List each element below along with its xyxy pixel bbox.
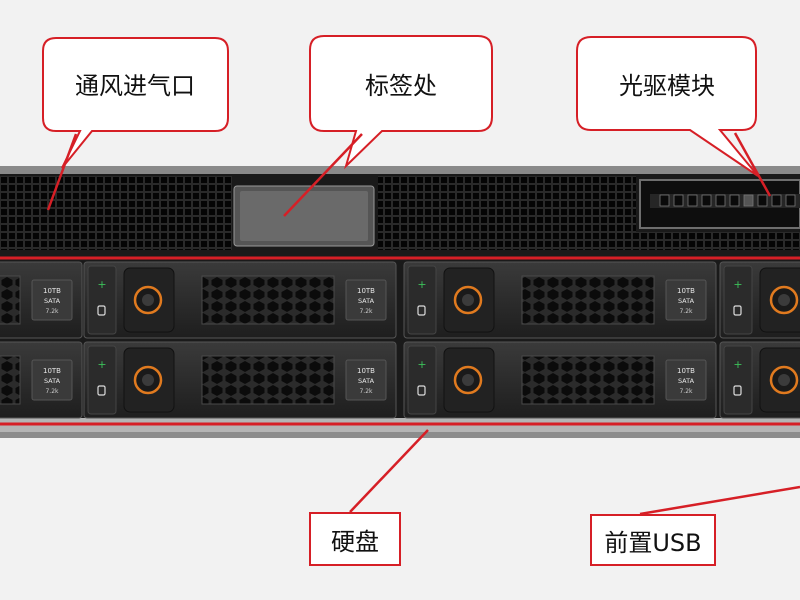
drive-led-panel [723, 265, 753, 335]
drive-label-plate [31, 359, 73, 401]
drive-label-plate [665, 279, 707, 321]
callout-vent-text: 通风进气口 [75, 72, 195, 100]
drive-speed-text: 7.2k [679, 388, 693, 395]
callout-optical-drive-text: 光驱模块 [619, 72, 715, 100]
activity-led-icon: + [97, 358, 106, 371]
hard-drive-tray[interactable]: +10TB SATA 7.2k [403, 261, 717, 339]
latch-center-icon [142, 294, 154, 306]
drive-led-panel [87, 345, 117, 415]
optical-port-slot [771, 194, 782, 207]
hard-drive-bays: +10TB SATA 7.2k +10TB SATA 7.2k +10TB SATA 7.2k +… [0, 261, 800, 419]
optical-port-slot [729, 194, 740, 207]
drive-speed-text: 7.2k [45, 388, 59, 395]
callout-optical-drive: 光驱模块 [576, 36, 772, 197]
optical-port-slot [687, 194, 698, 207]
callout-hdd: 硬盘 [309, 512, 401, 566]
latch-center-icon [462, 374, 474, 386]
callout-label-area-text: 标签处 [365, 72, 437, 100]
drive-capacity-text: 10TB [677, 367, 695, 375]
activity-led-icon: + [417, 358, 426, 371]
callout-label-area-arrow [283, 133, 363, 217]
drive-interface-text: SATA [358, 297, 375, 305]
callout-front-usb: 前置USB [590, 514, 716, 566]
hard-drive-tray[interactable]: +10TB SATA 7.2k [83, 341, 397, 419]
drive-interface-text: SATA [44, 297, 61, 305]
drive-speed-text: 7.2k [45, 308, 59, 315]
drive-speed-text: 7.2k [679, 308, 693, 315]
drive-hex-grille [201, 275, 335, 325]
activity-led-icon: + [97, 278, 106, 291]
lock-indicator-icon [417, 385, 426, 396]
drive-label-plate [31, 279, 73, 321]
activity-led-icon: + [417, 278, 426, 291]
lock-indicator-icon [97, 385, 106, 396]
drive-interface-text: SATA [44, 377, 61, 385]
optical-port-slot [701, 194, 712, 207]
drive-speed-text: 7.2k [359, 388, 373, 395]
drive-hex-grille [521, 355, 655, 405]
drive-bay-outline [0, 256, 800, 426]
drive-led-panel [407, 345, 437, 415]
optical-port-slot [715, 194, 726, 207]
callout-hdd-text: 硬盘 [331, 527, 379, 556]
latch-center-icon [778, 294, 790, 306]
hard-drive-tray[interactable]: +10TB SATA 7.2k [83, 261, 397, 339]
hard-drive-tray[interactable]: +10TB SATA 7.2k [403, 341, 717, 419]
drive-interface-text: SATA [358, 377, 375, 385]
label-tag-area [233, 185, 375, 247]
drive-hex-grille [201, 355, 335, 405]
callout-vent-arrow [46, 133, 78, 211]
drive-capacity-text: 10TB [677, 287, 695, 295]
callout-label-area: 标签处 [283, 35, 493, 217]
optical-port-slot [743, 194, 754, 207]
latch-center-icon [778, 374, 790, 386]
callout-optical-drive-arrow [733, 132, 772, 197]
activity-led-icon: + [733, 278, 742, 291]
drive-led-panel [87, 265, 117, 335]
callout-hdd-arrow [349, 429, 429, 513]
optical-drive-ports [659, 194, 796, 207]
activity-led-icon: + [733, 358, 742, 371]
drive-speed-text: 7.2k [359, 308, 373, 315]
lock-indicator-icon [733, 305, 742, 316]
drive-label-plate [665, 359, 707, 401]
drive-led-panel [407, 265, 437, 335]
optical-port-slot [785, 194, 796, 207]
callout-vent: 通风进气口 [42, 37, 229, 211]
drive-hex-grille [0, 355, 21, 405]
lock-indicator-icon [97, 305, 106, 316]
drive-capacity-text: 10TB [43, 287, 61, 295]
drive-hex-grille [0, 275, 21, 325]
ventilation-grille [0, 176, 800, 250]
drive-led-panel [723, 345, 753, 415]
drive-label-plate [345, 359, 387, 401]
drive-capacity-text: 10TB [357, 287, 375, 295]
callout-usb-arrow [639, 485, 800, 516]
optical-port-slot [757, 194, 768, 207]
latch-center-icon [142, 374, 154, 386]
drive-hex-grille [521, 275, 655, 325]
drive-label-plate [345, 279, 387, 321]
drive-interface-text: SATA [678, 377, 695, 385]
drive-capacity-text: 10TB [43, 367, 61, 375]
optical-port-slot [673, 194, 684, 207]
latch-center-icon [462, 294, 474, 306]
lock-indicator-icon [733, 385, 742, 396]
drive-interface-text: SATA [678, 297, 695, 305]
callout-front-usb-text: 前置USB [604, 528, 702, 557]
optical-port-slot [659, 194, 670, 207]
lock-indicator-icon [417, 305, 426, 316]
drive-capacity-text: 10TB [357, 367, 375, 375]
